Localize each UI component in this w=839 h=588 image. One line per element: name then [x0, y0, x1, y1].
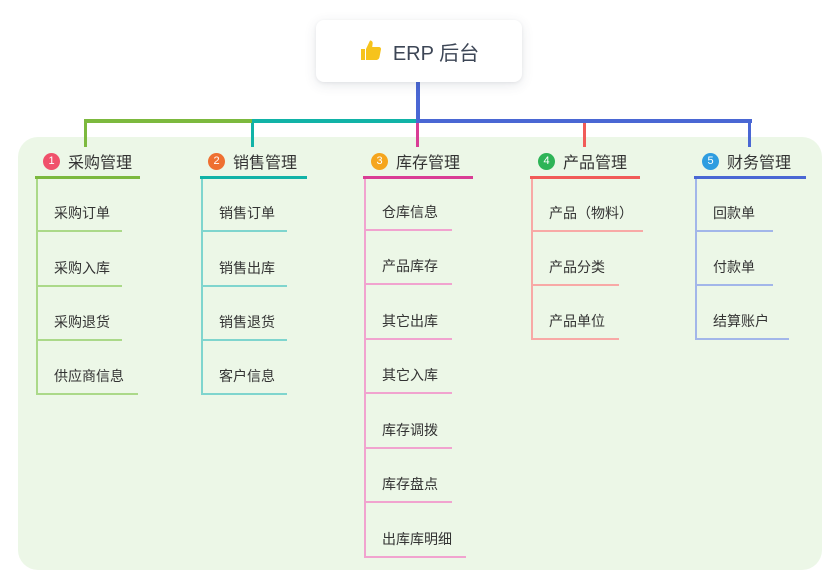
branch-1-label: 采购管理	[68, 155, 133, 172]
branch-item[interactable]: 出库库明细	[364, 528, 466, 558]
background-panel	[18, 137, 822, 570]
branch-2-drop-line	[251, 123, 254, 147]
branch-4-label: 产品管理	[563, 155, 628, 172]
branch-2-spine	[201, 179, 203, 395]
bus-line-green	[84, 119, 254, 123]
branch-item[interactable]: 销售订单	[201, 202, 287, 232]
branch-2-badge: 2	[208, 152, 225, 170]
branch-5-header[interactable]: 5 财务管理	[694, 146, 806, 179]
branch-item[interactable]: 销售退货	[201, 311, 287, 341]
branch-item[interactable]: 产品分类	[531, 256, 619, 286]
root-node[interactable]: ERP 后台	[316, 20, 522, 82]
branch-item[interactable]: 客户信息	[201, 365, 287, 395]
branch-item[interactable]: 采购订单	[36, 202, 122, 232]
branch-item[interactable]: 产品库存	[364, 255, 452, 285]
branch-item[interactable]: 仓库信息	[364, 201, 452, 231]
branch-4-header[interactable]: 4 产品管理	[530, 146, 640, 179]
branch-item[interactable]: 销售出库	[201, 257, 287, 287]
branch-item[interactable]: 产品（物料）	[531, 202, 643, 232]
bus-line-blue	[416, 119, 752, 123]
branch-2-header[interactable]: 2 销售管理	[200, 146, 307, 179]
branch-5-spine	[695, 179, 697, 340]
branch-item[interactable]: 库存调拨	[364, 419, 452, 449]
branch-item[interactable]: 采购退货	[36, 311, 122, 341]
branch-item[interactable]: 其它出库	[364, 310, 452, 340]
branch-2-label: 销售管理	[233, 155, 298, 172]
branch-5-badge: 5	[702, 152, 719, 170]
branch-item[interactable]: 回款单	[695, 202, 773, 232]
branch-item[interactable]: 结算账户	[695, 310, 789, 340]
bus-line-teal	[252, 119, 418, 123]
branch-item[interactable]: 其它入库	[364, 364, 452, 394]
branch-1-spine	[36, 179, 38, 395]
branch-3-label: 库存管理	[396, 155, 461, 172]
branch-1-drop-line	[84, 123, 87, 147]
branch-item[interactable]: 产品单位	[531, 310, 619, 340]
branch-1-header[interactable]: 1 采购管理	[35, 146, 140, 179]
branch-1-badge: 1	[43, 152, 60, 170]
branch-3-badge: 3	[371, 152, 388, 170]
branch-3-spine	[364, 179, 366, 558]
branch-5-label: 财务管理	[727, 155, 792, 172]
branch-4-spine	[531, 179, 533, 340]
root-title: ERP 后台	[392, 42, 480, 65]
branch-item[interactable]: 付款单	[695, 256, 773, 286]
branch-item[interactable]: 采购入库	[36, 257, 122, 287]
branch-3-drop-line	[416, 123, 419, 147]
branch-4-drop-line	[583, 123, 586, 147]
root-connector-line	[416, 82, 420, 123]
thumbs-up-icon	[359, 39, 383, 63]
branch-item[interactable]: 供应商信息	[36, 365, 138, 395]
branch-item[interactable]: 库存盘点	[364, 473, 452, 503]
branch-4-badge: 4	[538, 152, 555, 170]
branch-3-header[interactable]: 3 库存管理	[363, 146, 473, 179]
branch-5-drop-line	[748, 123, 751, 147]
